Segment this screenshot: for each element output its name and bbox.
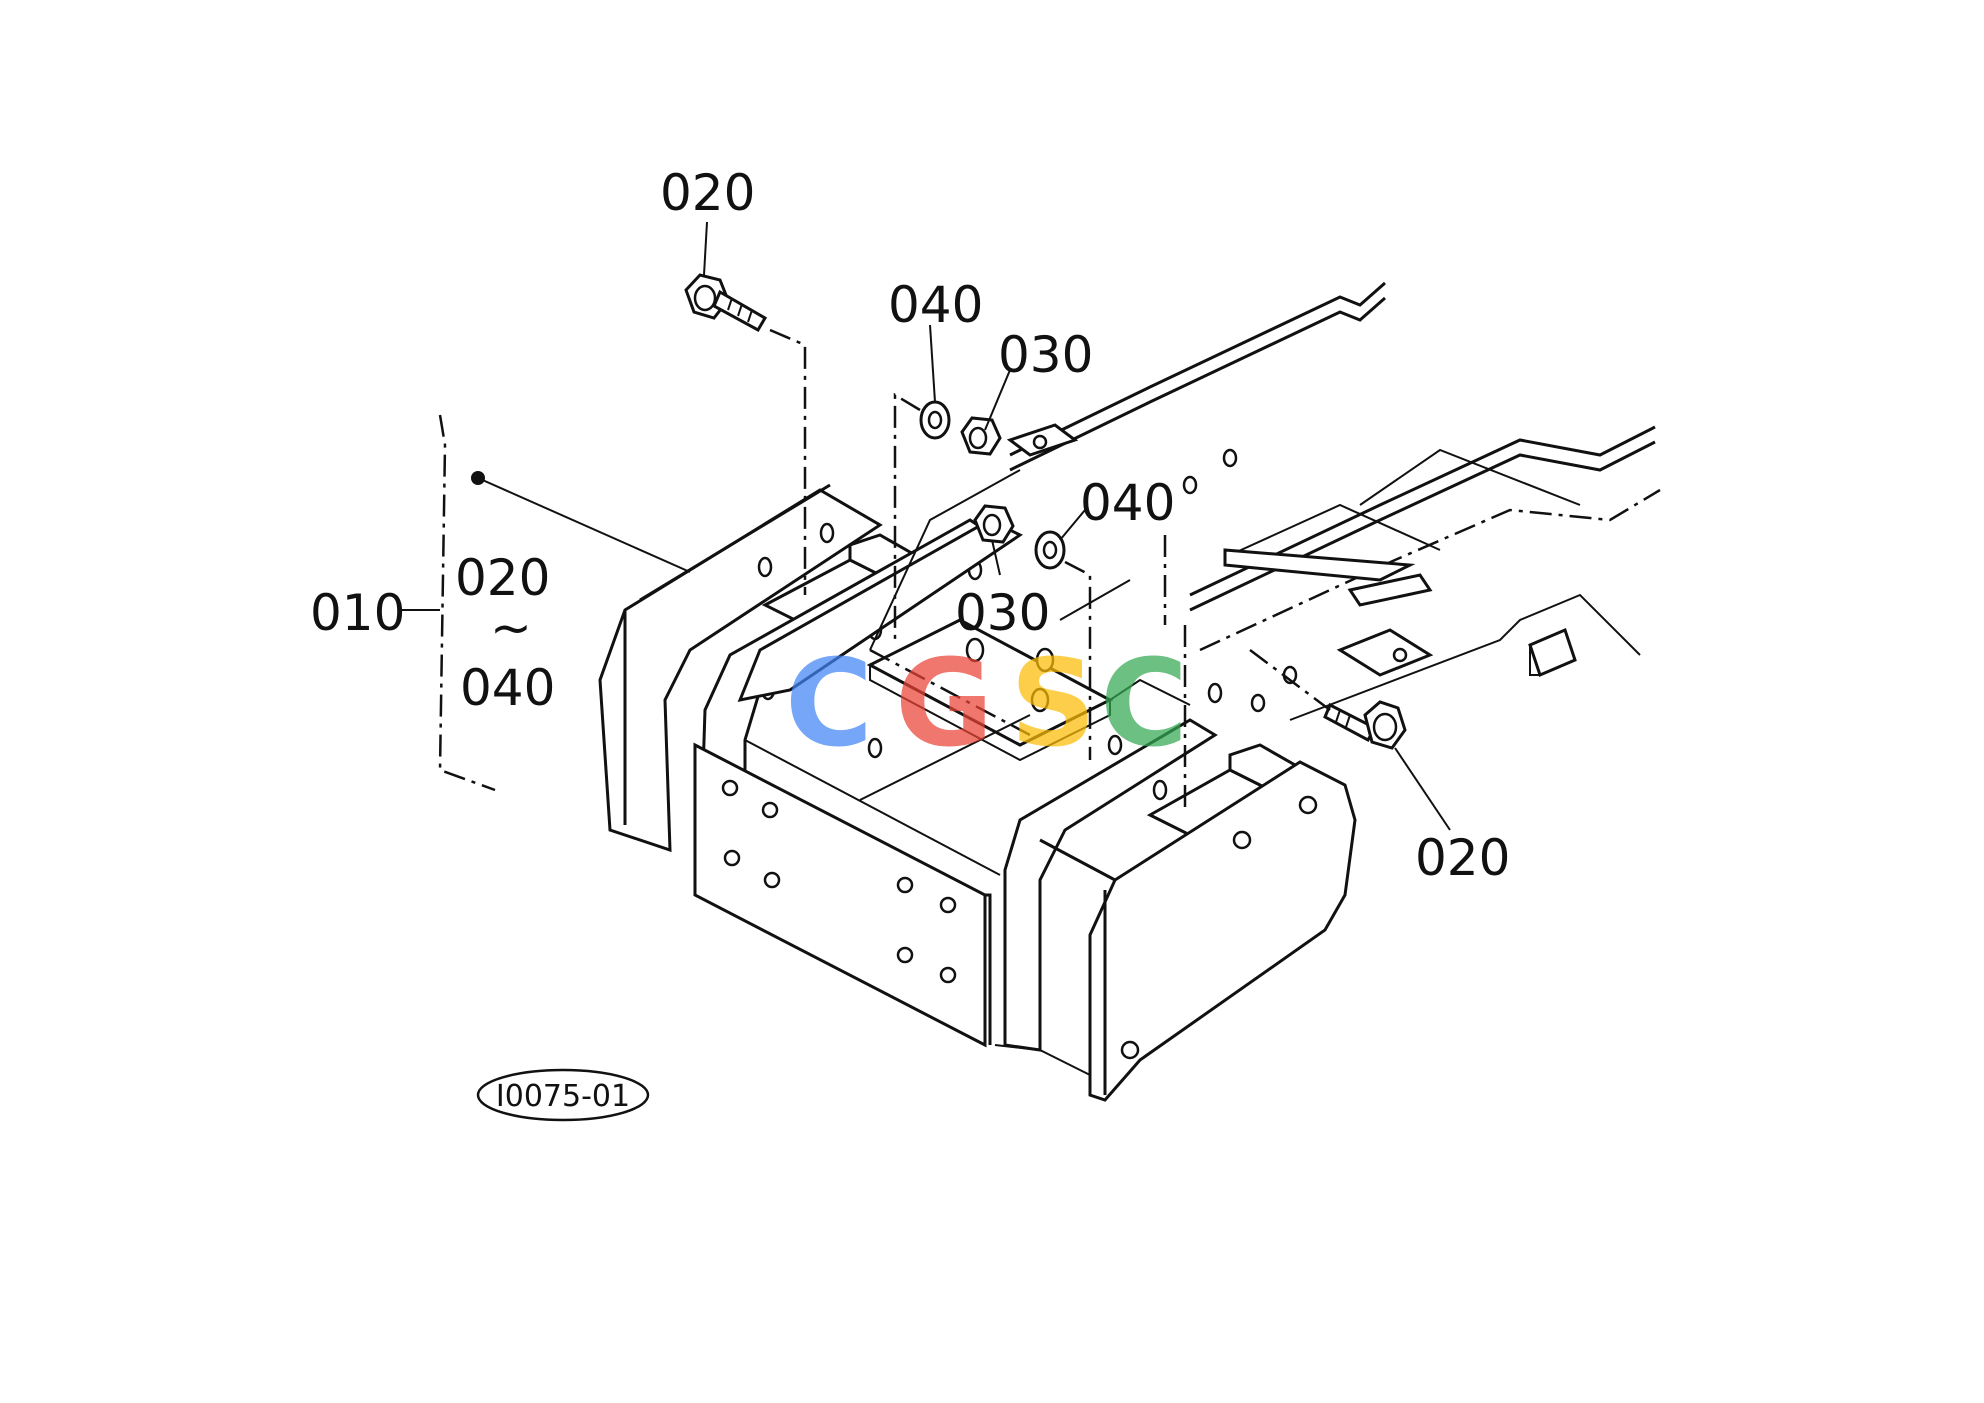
label-020-top: 020 bbox=[660, 164, 755, 222]
label-range-end: 040 bbox=[460, 659, 555, 717]
diagram-code-badge: I0075-01 bbox=[476, 1068, 650, 1122]
label-040-upper: 040 bbox=[888, 276, 983, 334]
watermark: C G S C bbox=[785, 635, 1188, 774]
weight-assembly bbox=[598, 483, 1357, 1102]
nut-030-lower bbox=[973, 504, 1015, 544]
watermark-letter-1: C bbox=[785, 635, 873, 774]
label-030-upper: 030 bbox=[998, 326, 1093, 384]
washer-040-lower bbox=[1034, 530, 1066, 570]
diagram-code: I0075-01 bbox=[496, 1079, 630, 1114]
part-labels: 020 040 030 040 030 020 010 020 ~ 040 bbox=[310, 164, 1510, 887]
label-range-start: 020 bbox=[455, 549, 550, 607]
watermark-letter-2: G bbox=[895, 635, 994, 774]
watermark-letter-4: C bbox=[1100, 635, 1188, 774]
label-range-separator: ~ bbox=[490, 599, 532, 657]
watermark-letter-3: S bbox=[1010, 635, 1096, 774]
frame-rails bbox=[1006, 281, 1661, 721]
bolt-right bbox=[1323, 700, 1407, 750]
leader-dot bbox=[471, 471, 485, 485]
washer-040-upper bbox=[919, 400, 951, 440]
label-040-lower: 040 bbox=[1080, 474, 1175, 532]
label-030-lower: 030 bbox=[955, 584, 1050, 642]
leader-lines bbox=[400, 221, 1451, 831]
bolt-top-left bbox=[684, 273, 768, 333]
label-020-right: 020 bbox=[1415, 829, 1510, 887]
nut-030-upper bbox=[960, 416, 1002, 456]
label-010: 010 bbox=[310, 584, 405, 642]
assembly-guides bbox=[438, 328, 1331, 810]
